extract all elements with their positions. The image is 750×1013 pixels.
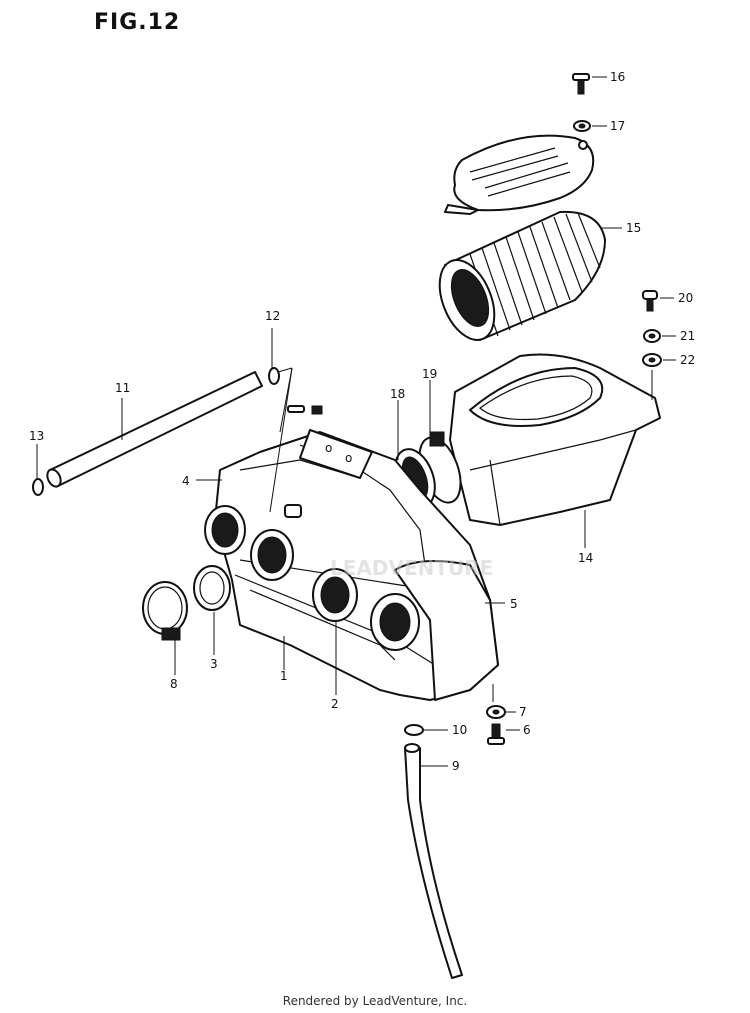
- callout-20: 20: [678, 291, 693, 305]
- part-22-washer: [642, 353, 662, 367]
- watermark: LEADVENTURE: [330, 556, 493, 580]
- callout-17: 17: [610, 119, 625, 133]
- part-1-air-cleaner-case: o o: [214, 429, 499, 701]
- callout-16: 16: [610, 70, 625, 84]
- part-8-clamp: [142, 581, 188, 641]
- screw-set: [287, 405, 323, 415]
- callout-6: 6: [523, 723, 531, 737]
- part-10-cap: [404, 724, 424, 736]
- callout-18: 18: [390, 387, 405, 401]
- callout-12: 12: [265, 309, 280, 323]
- part-7-washer: [486, 705, 506, 719]
- part-12-clip: [268, 367, 280, 385]
- filter-cover-plate: [444, 134, 595, 215]
- part-16-bolt: [572, 73, 590, 95]
- callout-14: 14: [578, 551, 593, 565]
- leader-lines: [36, 76, 676, 767]
- callout-3: 3: [210, 657, 218, 671]
- callout-21: 21: [680, 329, 695, 343]
- part-2-intake-boots: [204, 505, 420, 651]
- part-6-screw: [487, 723, 505, 745]
- part-17-washer: [573, 120, 591, 132]
- callout-1: 1: [280, 669, 288, 683]
- part-15-filter-element: [438, 210, 606, 341]
- part-3-band: [193, 565, 231, 611]
- callout-19: 19: [422, 367, 437, 381]
- part-21-nut: [643, 329, 661, 343]
- callout-15: 15: [626, 221, 641, 235]
- part-11-tube: [46, 371, 263, 488]
- callout-labels: 16 17 15 20 21 22 19 18 14 12 11 13 4 5 …: [29, 70, 695, 773]
- callout-7: 7: [519, 705, 527, 719]
- callout-13: 13: [29, 429, 44, 443]
- part-20-bolt: [642, 290, 658, 312]
- part-13-clip: [32, 478, 44, 496]
- callout-8: 8: [170, 677, 178, 691]
- svg-text:o: o: [345, 451, 352, 465]
- callout-22: 22: [680, 353, 695, 367]
- callout-10: 10: [452, 723, 467, 737]
- figure-title: FIG.12: [94, 10, 181, 35]
- footer-credit: Rendered by LeadVenture, Inc.: [282, 994, 468, 1008]
- callout-4: 4: [182, 474, 190, 488]
- callout-5: 5: [510, 597, 518, 611]
- part-14-filter-housing: [449, 353, 661, 526]
- callout-2: 2: [331, 697, 339, 711]
- callout-9: 9: [452, 759, 460, 773]
- callout-11: 11: [115, 381, 130, 395]
- svg-text:o: o: [325, 441, 332, 455]
- part-9-drain-hose: [404, 743, 463, 979]
